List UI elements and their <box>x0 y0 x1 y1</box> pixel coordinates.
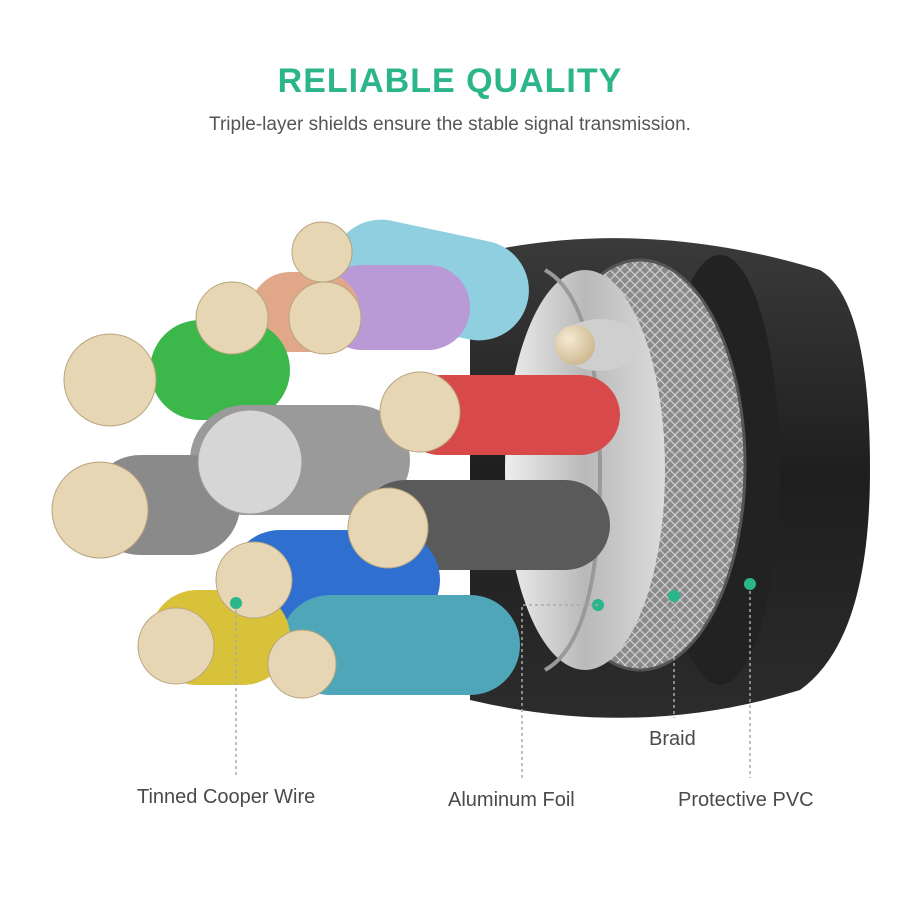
callout-aluminum-foil <box>521 599 604 778</box>
callout-protective-pvc <box>744 578 756 778</box>
label-tinned-copper-wire: Tinned Cooper Wire <box>137 786 316 808</box>
drain-wire <box>555 319 640 371</box>
page-subtitle: Triple-layer shields ensure the stable s… <box>209 114 691 135</box>
label-braid: Braid <box>649 728 696 750</box>
callout-tinned-copper <box>230 597 242 775</box>
label-aluminum-foil: Aluminum Foil <box>448 789 575 811</box>
page-title: RELIABLE QUALITY <box>277 62 623 100</box>
tinned-copper-strands <box>51 221 461 699</box>
label-protective-pvc: Protective PVC <box>678 789 814 811</box>
callout-braid <box>668 590 680 718</box>
